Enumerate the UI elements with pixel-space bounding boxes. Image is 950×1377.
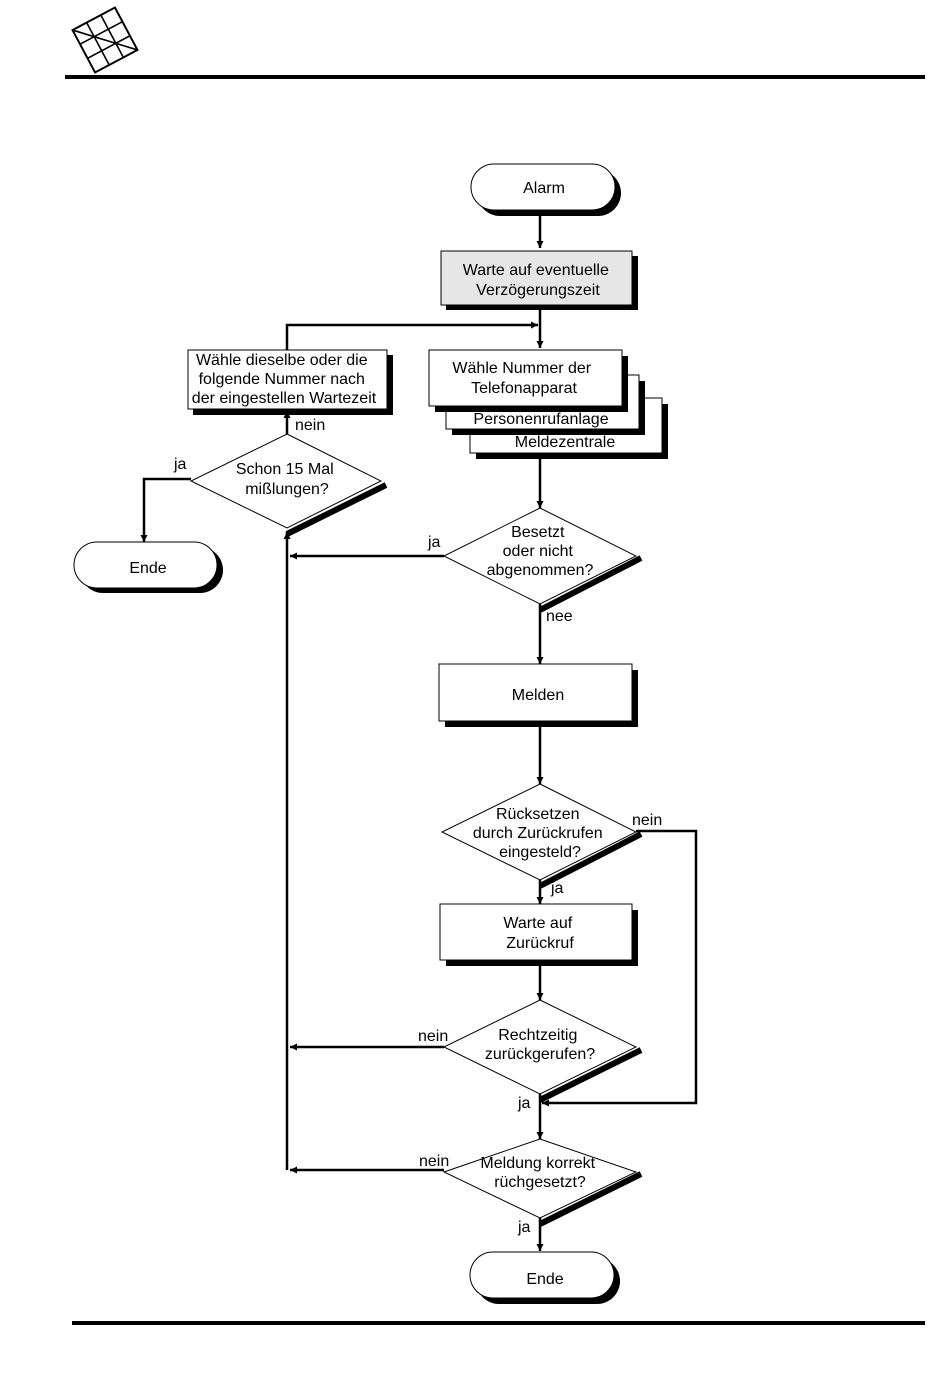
start-terminal: Alarm xyxy=(470,163,621,216)
logo-icon xyxy=(71,6,139,74)
redial-line3: der eingestellen Wartezeit xyxy=(192,390,377,407)
redial-line2: folgende Nummer nach xyxy=(199,371,365,388)
dial-pager-label: Personenrufanlage xyxy=(473,411,608,428)
wait-callback-line2: Zurückruf xyxy=(506,935,574,952)
svg-text:Wähle Nummer der Telefon: Wähle Nummer der Telefonapparat xyxy=(452,360,595,397)
wait-delay-line2: Verzögerungszeit xyxy=(476,282,600,299)
label-reportreset-no: nein xyxy=(419,1153,449,1170)
report-label: Melden xyxy=(512,687,564,704)
wait-delay-line1: Warte auf eventuelle xyxy=(463,262,609,279)
svg-text:Meldung korrekt rüchgese: Meldung korrekt rüchgesetzt? xyxy=(480,1155,599,1191)
redial-box: Wähle dieselbe oder die folgende Nummer … xyxy=(187,349,393,415)
end-left-terminal: Ende xyxy=(73,541,223,593)
label-busy-yes: ja xyxy=(427,534,441,551)
label-reset-yes: ja xyxy=(550,880,564,897)
dial-phone-box: Wähle Nummer der Telefonapparat xyxy=(428,349,628,412)
report-reset-line2: rüchgesetzt? xyxy=(494,1174,586,1191)
label-callback-yes: ja xyxy=(517,1095,531,1112)
label-fail15-no: nein xyxy=(295,417,325,434)
label-callback-no: nein xyxy=(418,1028,448,1045)
callback-intime-line2: zurückgerufen? xyxy=(485,1046,595,1063)
reset-line2: durch Zurückrufen xyxy=(473,825,603,842)
edge-fail15-yes xyxy=(140,477,191,542)
label-fail15-yes: ja xyxy=(173,456,187,473)
svg-text:Rücksetzen durch Zurückr: Rücksetzen durch Zurückrufen eingesteld? xyxy=(473,806,607,861)
svg-text:Warte auf eventuelle Ver: Warte auf eventuelle Verzögerungszeit xyxy=(463,262,614,299)
busy-line3: abgenommen? xyxy=(487,562,594,579)
svg-text:Besetzt oder nicht: Besetzt oder nicht abgenommen? xyxy=(487,524,594,579)
svg-text:Schon 15 Mal mißlungen?: Schon 15 Mal mißlungen? xyxy=(236,461,338,498)
report-box: Melden xyxy=(438,663,638,727)
label-busy-no: nee xyxy=(546,608,573,625)
callback-intime-decision: Rechtzeitig zurückgerufen? xyxy=(442,999,643,1103)
reset-line3: eingesteld? xyxy=(499,844,581,861)
edge-reset-no xyxy=(542,829,698,1107)
dial-phone-line1: Wähle Nummer der xyxy=(452,360,591,377)
end-bottom-terminal: Ende xyxy=(469,1251,620,1304)
fail15-decision: Schon 15 Mal mißlungen? xyxy=(189,433,388,537)
wait-delay-box: Warte auf eventuelle Verzögerungszeit xyxy=(440,250,638,310)
edge-redial-return xyxy=(285,321,538,350)
fail15-line2: mißlungen? xyxy=(245,481,329,498)
busy-decision: Besetzt oder nicht abgenommen? xyxy=(442,507,643,613)
fail15-line1: Schon 15 Mal xyxy=(236,461,334,478)
report-reset-decision: Meldung korrekt rüchgesetzt? xyxy=(442,1138,643,1227)
callback-intime-line1: Rechtzeitig xyxy=(498,1027,577,1044)
svg-text:Warte auf Zurückruf: Warte auf Zurückruf xyxy=(503,915,576,952)
start-label: Alarm xyxy=(523,180,565,197)
end-bottom-label: Ende xyxy=(526,1271,563,1288)
dial-central-label: Meldezentrale xyxy=(515,434,616,451)
reset-decision: Rücksetzen durch Zurückrufen eingesteld? xyxy=(440,783,643,889)
svg-text:Rechtzeitig zurückgerufe: Rechtzeitig zurückgerufen? xyxy=(485,1027,595,1063)
dial-phone-line2: Telefonapparat xyxy=(471,380,577,397)
end-left-label: Ende xyxy=(129,560,166,577)
busy-line2: oder nicht xyxy=(503,543,574,560)
wait-callback-line1: Warte auf xyxy=(503,915,572,932)
redial-line1: Wähle dieselbe oder die xyxy=(196,352,368,369)
reset-line1: Rücksetzen xyxy=(496,806,580,823)
svg-text:Wähle dieselbe oder die: Wähle dieselbe oder die folgende Nummer … xyxy=(192,352,377,407)
report-reset-line1: Meldung korrekt xyxy=(480,1155,595,1172)
label-reset-no: nein xyxy=(632,812,662,829)
label-reportreset-yes: ja xyxy=(517,1219,531,1236)
wait-callback-box: Warte auf Zurückruf xyxy=(439,903,638,966)
busy-line1: Besetzt xyxy=(511,524,565,541)
